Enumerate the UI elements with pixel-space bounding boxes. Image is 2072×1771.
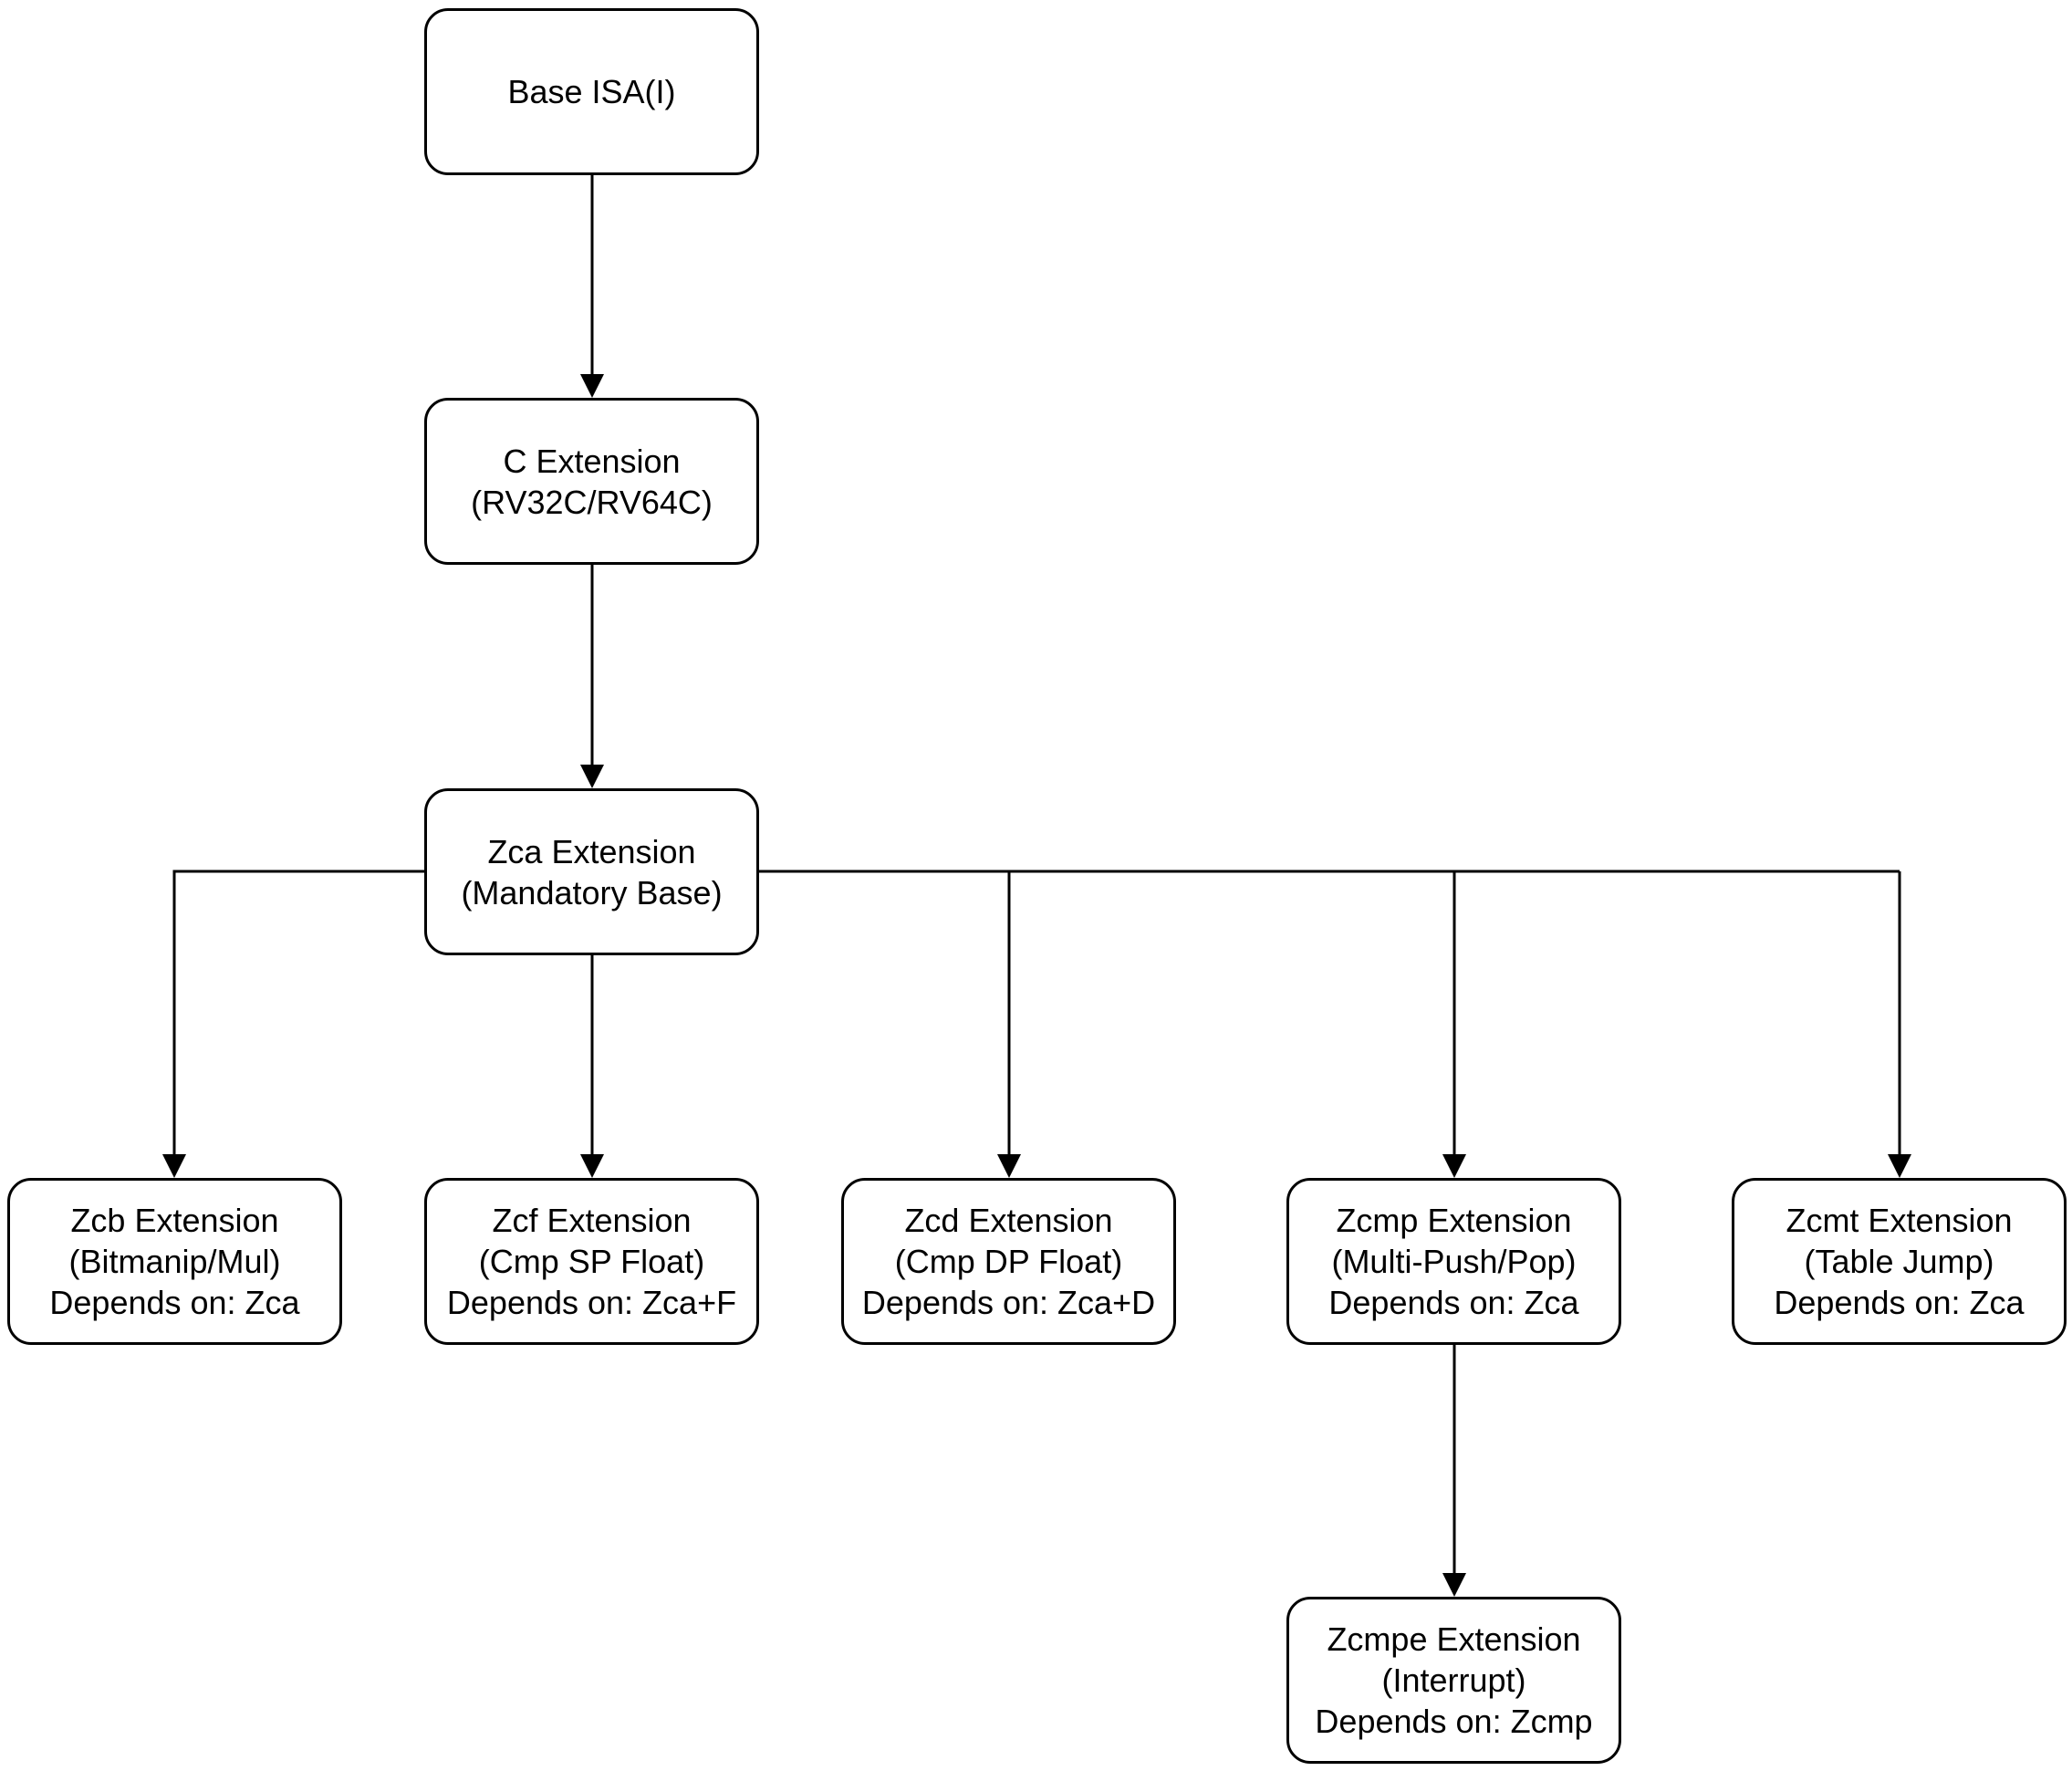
node-zcb-extension-line-3: Depends on: Zca xyxy=(49,1284,300,1321)
node-zcmt-extension-line-1: Zcmt Extension xyxy=(1786,1202,2013,1239)
node-c-extension-line-1: C Extension xyxy=(503,442,681,480)
node-zca-extension-line-2: (Mandatory Base) xyxy=(461,873,723,912)
node-zcf-extension-line-3: Depends on: Zca+F xyxy=(446,1284,737,1321)
node-zcb-extension-line-1: Zcb Extension xyxy=(70,1202,279,1239)
node-zca-extension: Zca Extension (Mandatory Base) xyxy=(424,788,759,955)
arrowhead-zcf xyxy=(580,1154,604,1178)
node-zcf-extension-line-1: Zcf Extension xyxy=(492,1202,692,1239)
node-c-extension-line-2: (RV32C/RV64C) xyxy=(471,483,713,521)
node-c-extension: C Extension (RV32C/RV64C) xyxy=(424,398,759,565)
arrowhead-zca xyxy=(580,765,604,788)
node-zcf-extension: Zcf Extension (Cmp SP Float) Depends on:… xyxy=(424,1178,759,1345)
arrowhead-zcmp xyxy=(1442,1154,1466,1178)
node-zcd-extension-line-1: Zcd Extension xyxy=(904,1202,1113,1239)
node-zcb-extension-line-2: (Bitmanip/Mul) xyxy=(68,1243,281,1280)
node-zcmt-extension: Zcmt Extension (Table Jump) Depends on: … xyxy=(1732,1178,2067,1345)
node-zcmt-extension-line-2: (Table Jump) xyxy=(1804,1243,1994,1280)
node-zcmp-extension-line-1: Zcmp Extension xyxy=(1336,1202,1572,1239)
arrowhead-zcb xyxy=(162,1154,186,1178)
node-zcmpe-extension-line-3: Depends on: Zcmp xyxy=(1315,1703,1593,1740)
node-zcd-extension-line-3: Depends on: Zca+D xyxy=(861,1284,1156,1321)
arrowhead-c xyxy=(580,374,604,398)
node-zcd-extension: Zcd Extension (Cmp DP Float) Depends on:… xyxy=(841,1178,1176,1345)
node-zcmp-extension: Zcmp Extension (Multi-Push/Pop) Depends … xyxy=(1286,1178,1621,1345)
node-zcmpe-extension-line-1: Zcmpe Extension xyxy=(1327,1620,1581,1658)
node-zcmp-extension-line-3: Depends on: Zca xyxy=(1328,1284,1579,1321)
node-zcmt-extension-line-3: Depends on: Zca xyxy=(1774,1284,2025,1321)
node-zcf-extension-line-2: (Cmp SP Float) xyxy=(478,1243,705,1280)
arrowhead-zcmt xyxy=(1888,1154,1911,1178)
node-base-isa-line-1: Base ISA(I) xyxy=(507,73,676,110)
node-zcd-extension-line-2: (Cmp DP Float) xyxy=(894,1243,1123,1280)
edge-zca-to-zcb xyxy=(172,870,424,1156)
node-zcmpe-extension-line-2: (Interrupt) xyxy=(1381,1662,1526,1699)
node-base-isa: Base ISA(I) xyxy=(424,8,759,175)
arrowhead-zcmpe xyxy=(1442,1573,1466,1597)
node-zcmpe-extension: Zcmpe Extension (Interrupt) Depends on: … xyxy=(1286,1597,1621,1764)
node-zcb-extension: Zcb Extension (Bitmanip/Mul) Depends on:… xyxy=(7,1178,342,1345)
node-zcmp-extension-line-2: (Multi-Push/Pop) xyxy=(1331,1243,1577,1280)
arrowhead-zcd xyxy=(997,1154,1021,1178)
node-zca-extension-line-1: Zca Extension xyxy=(487,832,696,870)
